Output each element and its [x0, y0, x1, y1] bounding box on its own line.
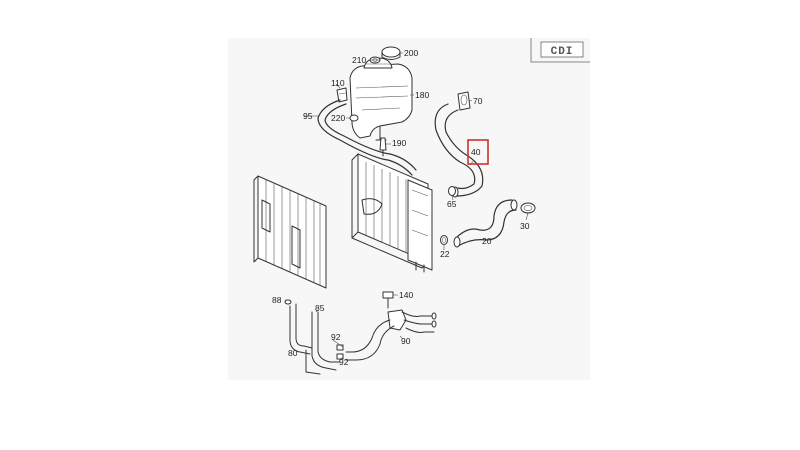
hose-95 — [317, 99, 417, 176]
callout-140: 140 — [399, 290, 413, 300]
callout-200: 200 — [404, 48, 418, 58]
oil-cooler-lines — [345, 309, 437, 361]
clamp-30 — [520, 202, 536, 214]
callout-92-lower: 92 — [339, 357, 349, 367]
callout-22: 22 — [440, 249, 450, 259]
callout-70: 70 — [473, 96, 483, 106]
callout-labels: 200 210 110 180 70 95 220 190 40 65 30 2… — [272, 48, 530, 367]
callout-30: 30 — [520, 221, 530, 231]
callout-210: 210 — [352, 55, 366, 65]
cdi-badge-label: CDI — [551, 46, 574, 58]
callout-80: 80 — [288, 348, 298, 358]
expansion-tank — [349, 57, 413, 141]
clip-part — [336, 87, 348, 103]
callout-20: 20 — [482, 236, 492, 246]
callout-40: 40 — [471, 147, 481, 157]
condenser — [253, 175, 327, 289]
callout-180: 180 — [415, 90, 429, 100]
grommet-part — [349, 114, 359, 122]
callout-90: 90 — [401, 336, 411, 346]
sensor-part — [379, 137, 387, 157]
highlight-box — [467, 139, 489, 165]
cdi-badge: CDI — [530, 38, 590, 63]
callout-85: 85 — [315, 303, 325, 313]
callout-220: 220 — [331, 113, 345, 123]
callout-65: 65 — [447, 199, 457, 209]
callout-92-upper: 92 — [331, 332, 341, 342]
callout-88: 88 — [272, 295, 282, 305]
callout-95: 95 — [303, 111, 313, 121]
cap-part — [381, 46, 401, 60]
clamp-70 — [457, 91, 471, 111]
seal-65 — [448, 186, 456, 196]
hose-20 — [453, 199, 518, 248]
radiator — [351, 153, 433, 273]
bolt-140 — [382, 291, 394, 309]
callout-190: 190 — [392, 138, 406, 148]
seal-22 — [440, 235, 448, 245]
callout-110: 110 — [331, 78, 345, 88]
